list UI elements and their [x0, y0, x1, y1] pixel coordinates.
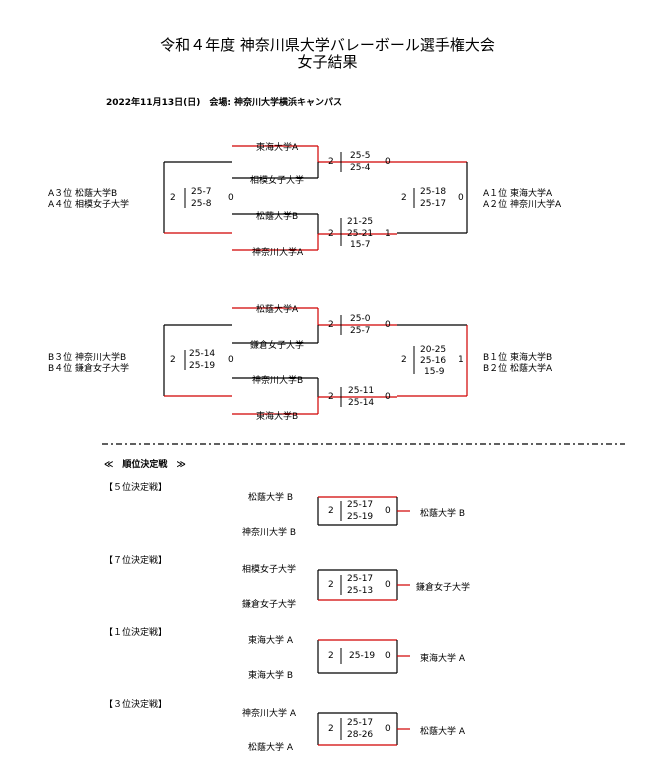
p7-set1: 25-17: [347, 574, 374, 584]
b2-m2-right: 0: [385, 392, 391, 402]
p5-set1: 25-17: [347, 500, 374, 510]
p5-right: 0: [385, 506, 391, 516]
b1-team4: 神奈川大学A: [252, 248, 304, 258]
b2-m3-set2: 25-19: [189, 361, 216, 371]
b1-m4-set1: 25-18: [420, 187, 447, 197]
p7-winner: 鎌倉女子大学: [416, 583, 471, 593]
page-subtitle: 女子結果: [297, 53, 358, 71]
b2-m3-right: 0: [228, 355, 234, 365]
p3-left: 2: [328, 724, 334, 734]
b1-m1-set2: 25-4: [350, 163, 371, 173]
b1-team1: 東海大学A: [256, 143, 299, 153]
b2-m2-set1: 25-11: [348, 386, 375, 396]
page-title: 令和４年度 神奈川県大学バレーボール選手権大会: [160, 36, 495, 54]
ranking-heading: ≪ 順位決定戦 ≫: [104, 460, 186, 470]
b1-m2-set3: 15-7: [350, 240, 371, 250]
b2-m2-set2: 25-14: [348, 398, 375, 408]
b2-m4-right: 1: [458, 355, 464, 365]
p7-label: 【７位決定戦】: [104, 556, 168, 566]
b1-m4-set2: 25-17: [420, 199, 447, 209]
b2-team3: 神奈川大学B: [252, 376, 304, 386]
b2-m4-set2: 25-16: [420, 356, 447, 366]
p3-team1: 神奈川大学 A: [242, 709, 297, 719]
p1-left: 2: [328, 651, 334, 661]
b2-team1: 松蔭大学A: [256, 305, 299, 315]
b1-m1-set1: 25-5: [350, 151, 371, 161]
p5-set2: 25-19: [347, 512, 374, 522]
b2-right-label2: B２位 松蔭大学A: [483, 364, 553, 374]
p5-winner: 松蔭大学 B: [420, 509, 466, 519]
b1-team2: 相模女子大学: [250, 176, 305, 186]
b2-left-label2: B４位 鎌倉女子大学: [48, 364, 130, 374]
b2-m4-left: 2: [401, 355, 407, 365]
b1-m1-left: 2: [328, 157, 334, 167]
p1-team1: 東海大学 A: [248, 636, 294, 646]
p7-team1: 相模女子大学: [242, 565, 297, 575]
b1-m3-set1: 25-7: [191, 187, 212, 197]
b1-team3: 松蔭大学B: [256, 212, 299, 222]
p5-label: 【５位決定戦】: [104, 483, 168, 493]
b2-m1-left: 2: [328, 320, 334, 330]
b2-m4-set3: 15-9: [424, 367, 445, 377]
p5-team2: 神奈川大学 B: [242, 528, 297, 538]
b1-m4-left: 2: [401, 193, 407, 203]
p3-right: 0: [385, 724, 391, 734]
p3-set2: 28-26: [347, 730, 374, 740]
p7-right: 0: [385, 580, 391, 590]
p5-team1: 松蔭大学 B: [248, 493, 294, 503]
b2-team4: 東海大学B: [256, 412, 299, 422]
p3-label: 【３位決定戦】: [104, 700, 168, 710]
date-venue: 2022年11月13日(日) 会場: 神奈川大学横浜キャンパス: [106, 98, 343, 108]
p5-left: 2: [328, 506, 334, 516]
b1-left-label2: A４位 相模女子大学: [48, 200, 130, 210]
b2-m4-set1: 20-25: [420, 345, 447, 355]
b1-m1-right: 0: [385, 157, 391, 167]
b2-m1-set2: 25-7: [350, 326, 371, 336]
b2-left-label1: B３位 神奈川大学B: [48, 353, 127, 363]
p7-team2: 鎌倉女子大学: [242, 600, 297, 610]
b1-m4-right: 0: [458, 193, 464, 203]
b1-m2-set2: 25-21: [347, 229, 374, 239]
b2-m1-set1: 25-0: [350, 314, 371, 324]
p1-winner: 東海大学 A: [420, 654, 466, 664]
b1-m3-left: 2: [170, 193, 176, 203]
b2-m1-right: 0: [385, 320, 391, 330]
b2-m2-left: 2: [328, 392, 334, 402]
p1-label: 【１位決定戦】: [104, 628, 168, 638]
b2-m3-set1: 25-14: [189, 349, 216, 359]
b2-right-label1: B１位 東海大学B: [483, 353, 553, 363]
b1-m3-right: 0: [228, 193, 234, 203]
p1-team2: 東海大学 B: [248, 671, 294, 681]
b2-m3-left: 2: [170, 355, 176, 365]
b1-right-label2: A２位 神奈川大学A: [483, 200, 562, 210]
p3-set1: 25-17: [347, 718, 374, 728]
p7-left: 2: [328, 580, 334, 590]
b1-left-label1: A３位 松蔭大学B: [48, 189, 118, 199]
p7-set2: 25-13: [347, 586, 374, 596]
b1-m2-left: 2: [328, 229, 334, 239]
b1-m3-set2: 25-8: [191, 199, 212, 209]
p1-set1: 25-19: [349, 651, 376, 661]
b2-team2: 鎌倉女子大学: [250, 341, 305, 351]
b1-m2-set1: 21-25: [347, 217, 374, 227]
p3-team2: 松蔭大学 A: [248, 743, 294, 753]
p3-winner: 松蔭大学 A: [420, 727, 466, 737]
p1-right: 0: [385, 651, 391, 661]
b1-right-label1: A１位 東海大学A: [483, 189, 553, 199]
b1-m2-right: 1: [385, 229, 391, 239]
